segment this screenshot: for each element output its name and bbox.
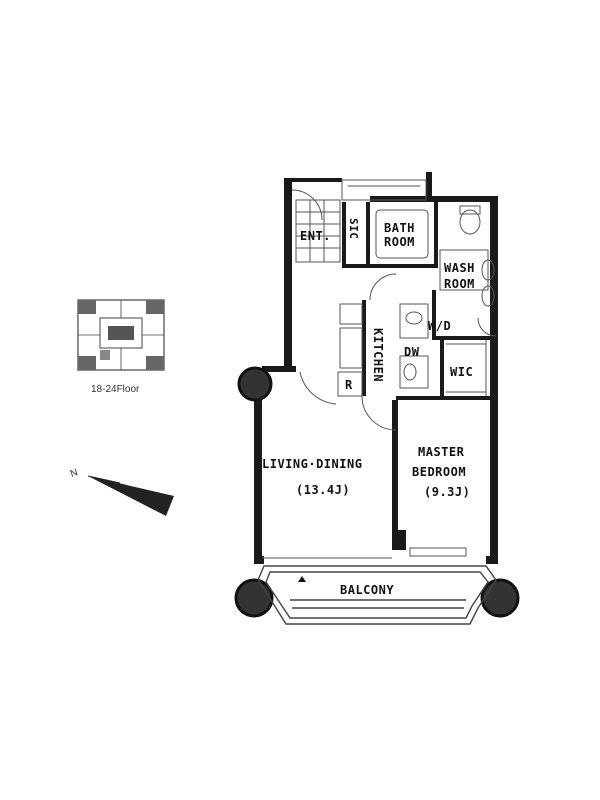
column-rings — [234, 366, 520, 618]
bath-room-label-2: ROOM — [384, 235, 415, 249]
master-bedroom-size: (9.3J) — [424, 485, 470, 499]
living-dining-label: LIVING·DINING — [262, 457, 362, 471]
columns — [236, 368, 518, 616]
balcony-outline — [257, 565, 497, 625]
key-plan — [77, 299, 165, 371]
washer-dryer-label: W/D — [428, 319, 451, 333]
fixtures — [262, 189, 497, 559]
top-balcony-storage — [341, 179, 427, 201]
sic-label: SIC — [347, 218, 360, 239]
master-bedroom-label-2: BEDROOM — [412, 465, 466, 479]
north-label: N — [69, 467, 80, 480]
refrigerator-label: R — [345, 378, 353, 392]
entrance-label: ENT. — [300, 229, 331, 243]
bath-room-label-1: BATH — [384, 221, 415, 235]
north-arrow-icon — [87, 475, 174, 516]
wash-room-label-1: WASH — [444, 261, 475, 275]
dishwasher-label: DW — [404, 345, 420, 359]
walk-in-closet-label: WIC — [450, 365, 473, 379]
balcony-label: BALCONY — [340, 583, 394, 597]
balcony-arrow-icon — [298, 576, 306, 582]
wash-room-label-2: ROOM — [444, 277, 475, 291]
master-bedroom-label-1: MASTER — [418, 445, 465, 459]
kitchen-label: KITCHEN — [371, 328, 385, 382]
interior-walls — [342, 202, 498, 550]
exterior-walls — [254, 172, 498, 564]
living-dining-size: (13.4J) — [296, 483, 350, 497]
key-plan-caption: 18-24Floor — [91, 384, 140, 395]
